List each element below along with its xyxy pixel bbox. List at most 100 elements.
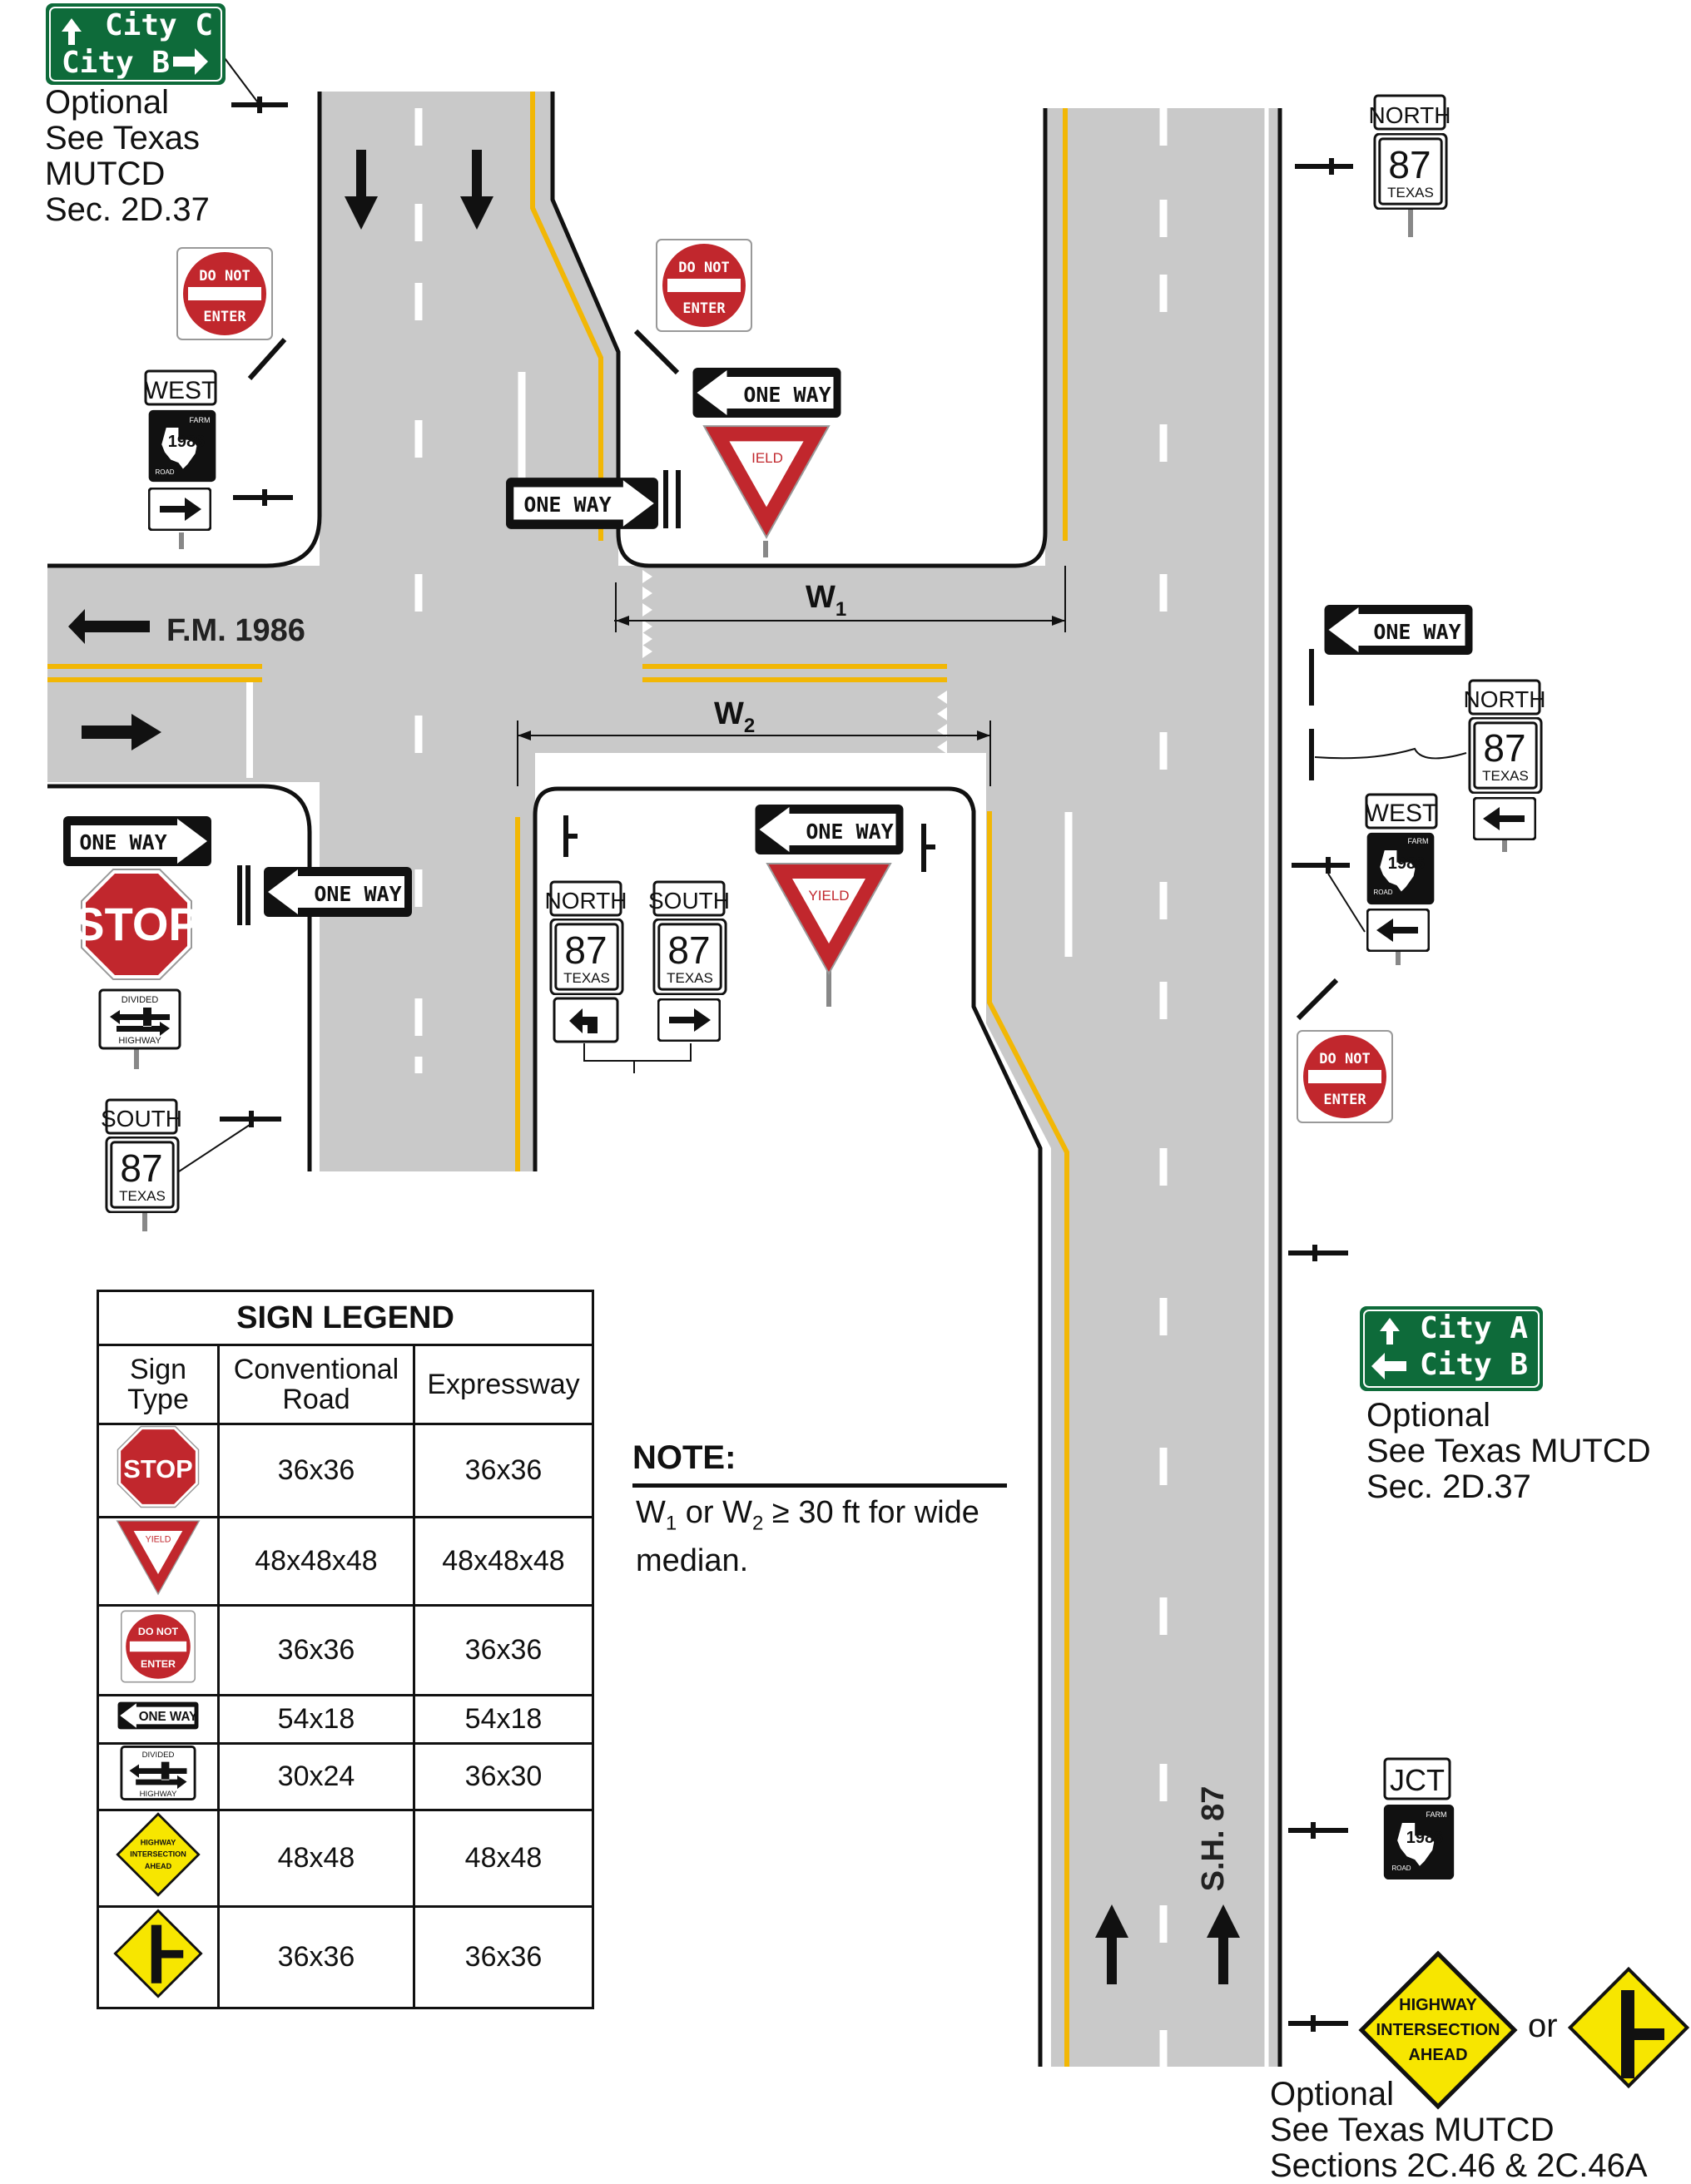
city-b-text: City B <box>62 46 170 80</box>
w1-dimension: W1 <box>614 566 1066 632</box>
legend-hia-highway: HIGHWAY <box>141 1838 176 1846</box>
city-b-text: City B <box>1420 1348 1528 1382</box>
farm-text: FARM <box>1407 837 1428 845</box>
legend-one-way-text: ONE WAY <box>139 1710 198 1724</box>
south-text: SOUTH <box>648 888 730 914</box>
note-w1-sub: 1 <box>665 1512 677 1535</box>
guide-sign-city-c-city-b: City C City B <box>46 3 226 85</box>
legend-cell: 36x36 <box>217 1604 415 1696</box>
route-87-number: 87 <box>1483 726 1525 770</box>
legend-row: STOP 36x36 36x36 <box>97 1423 594 1518</box>
one-way-text: ONE WAY <box>1373 620 1460 644</box>
north-text: NORTH <box>544 888 627 914</box>
legend-cell: 48x48 <box>413 1809 594 1908</box>
svg-text:W2: W2 <box>714 696 755 737</box>
one-way-text: ONE WAY <box>79 830 166 854</box>
west-text: WEST <box>1366 800 1438 827</box>
texas-text: TEXAS <box>1482 768 1529 784</box>
yield-sign-icon: YIELD <box>97 1516 220 1607</box>
ahead-text: AHEAD <box>1408 2046 1467 2064</box>
w1-letter: W <box>806 580 836 615</box>
one-way-sign-icon: ONE WAY <box>97 1694 220 1745</box>
legend-cell: 54x18 <box>217 1694 415 1745</box>
highway-intersection-ahead-sign: HIGHWAY INTERSECTION AHEAD <box>1358 1950 1518 2110</box>
divided-highway-sign: DIVIDED HIGHWAY <box>98 988 181 1050</box>
side-road-warning-sign <box>1567 1966 1690 2089</box>
dne-text-top: DO NOT <box>678 260 729 276</box>
legend-col-expressway: Expressway <box>413 1344 594 1425</box>
note-w1: W <box>636 1495 666 1530</box>
city-a-text: City A <box>1420 1311 1528 1345</box>
svg-text:W1: W1 <box>806 580 846 621</box>
do-not-enter-sign-top-left: DO NOT ENTER <box>176 247 273 340</box>
guide-sign-city-a-city-b: City A City B <box>1360 1306 1543 1391</box>
road-text: ROAD <box>1391 1865 1411 1872</box>
one-way-text: ONE WAY <box>523 493 611 517</box>
optional-note-bottom: Optional See Texas MUTCD Sections 2C.46 … <box>1270 2076 1648 2184</box>
jct-text: JCT <box>1390 1763 1445 1797</box>
jct-fm-1986-assembly: JCT FARM 1986 ROAD <box>1383 1757 1455 1880</box>
note-title: NOTE: <box>632 1439 736 1476</box>
legend-row: ONE WAY 54x18 54x18 <box>97 1694 594 1745</box>
legend-hia-intersection: INTERSECTION <box>130 1850 186 1859</box>
legend-cell: 36x30 <box>413 1742 594 1811</box>
optional-note-right: Optional See Texas MUTCD Sec. 2D.37 <box>1366 1397 1651 1505</box>
divided-text: DIVIDED <box>121 995 159 1005</box>
legend-dne-top: DO NOT <box>138 1626 179 1637</box>
legend-divided-text: DIVIDED <box>142 1751 175 1760</box>
legend-col-conventional: Conventional Road <box>217 1344 415 1425</box>
texas-text: TEXAS <box>563 970 610 986</box>
one-way-sign-bottom-left: ONE WAY <box>63 816 211 866</box>
do-not-enter-sign-right: DO NOT ENTER <box>1297 1030 1393 1123</box>
legend-cell: 30x24 <box>217 1742 415 1811</box>
dne-text-bottom: ENTER <box>682 300 726 317</box>
legend-stop-text: STOP <box>123 1454 193 1483</box>
texas-text: TEXAS <box>119 1188 166 1204</box>
route-87-number: 87 <box>667 929 710 972</box>
pavement <box>47 92 1280 2067</box>
route-87-number: 87 <box>564 929 607 972</box>
stop-sign: STOP <box>73 869 200 980</box>
fm-route-number: 1986 <box>1388 854 1426 873</box>
or-text: or <box>1528 2008 1558 2044</box>
sign-supports <box>220 97 1353 2032</box>
legend-col-sign-type: Sign Type <box>97 1344 220 1425</box>
legend-hia-ahead: AHEAD <box>145 1862 172 1870</box>
legend-cell: 48x48x48 <box>413 1516 594 1607</box>
lane-dashes <box>414 108 1168 2067</box>
sh-87-label: S.H. 87 <box>1196 1786 1231 1892</box>
legend-highway-text: HIGHWAY <box>140 1790 177 1799</box>
highway-text: HIGHWAY <box>118 1036 161 1046</box>
sign-legend-table: SIGN LEGEND Sign Type Conventional Road … <box>97 1290 594 2009</box>
highway-text: HIGHWAY <box>1399 1996 1477 2014</box>
do-not-enter-sign-icon: DO NOT ENTER <box>97 1604 220 1696</box>
one-way-sign-right-side: ONE WAY <box>1324 605 1473 655</box>
note-w2-sub: 2 <box>752 1512 764 1535</box>
legend-cell: 36x36 <box>413 1604 594 1696</box>
one-way-sign-left-median: ONE WAY <box>264 867 412 917</box>
north-sh-87-assembly-right: NORTH 87 TEXAS <box>1463 679 1546 840</box>
w1-subscript: 1 <box>836 598 846 621</box>
legend-cell: 36x36 <box>413 1905 594 2009</box>
one-way-yield-assembly-bottom: ONE WAY YIELD <box>755 805 904 974</box>
legend-cell: 36x36 <box>413 1423 594 1518</box>
side-road-warning-sign-icon <box>97 1905 220 2009</box>
yellow-edge-lines <box>47 92 1069 2067</box>
dne-text-bottom: ENTER <box>1323 1092 1366 1108</box>
optional-note-top-left: Optional See Texas MUTCD Sec. 2D.37 <box>45 84 210 228</box>
pavement-arrows <box>68 150 1240 1984</box>
one-way-text: ONE WAY <box>314 882 401 906</box>
north-sh-87-assembly-top: NORTH 87 TEXAS <box>1368 94 1451 210</box>
note-divider <box>632 1483 1007 1488</box>
yield-line-markings <box>642 570 947 779</box>
legend-row: DO NOT ENTER 36x36 36x36 <box>97 1604 594 1696</box>
legend-dne-bottom: ENTER <box>141 1658 176 1670</box>
south-text: SOUTH <box>101 1106 182 1132</box>
legend-title: SIGN LEGEND <box>97 1290 594 1346</box>
city-c-text: City C <box>105 8 213 42</box>
legend-yield-text: YIELD <box>146 1534 171 1544</box>
dne-text-top: DO NOT <box>199 268 250 285</box>
west-fm-1986-assembly-right: WEST FARM 1986 ROAD <box>1365 793 1438 952</box>
